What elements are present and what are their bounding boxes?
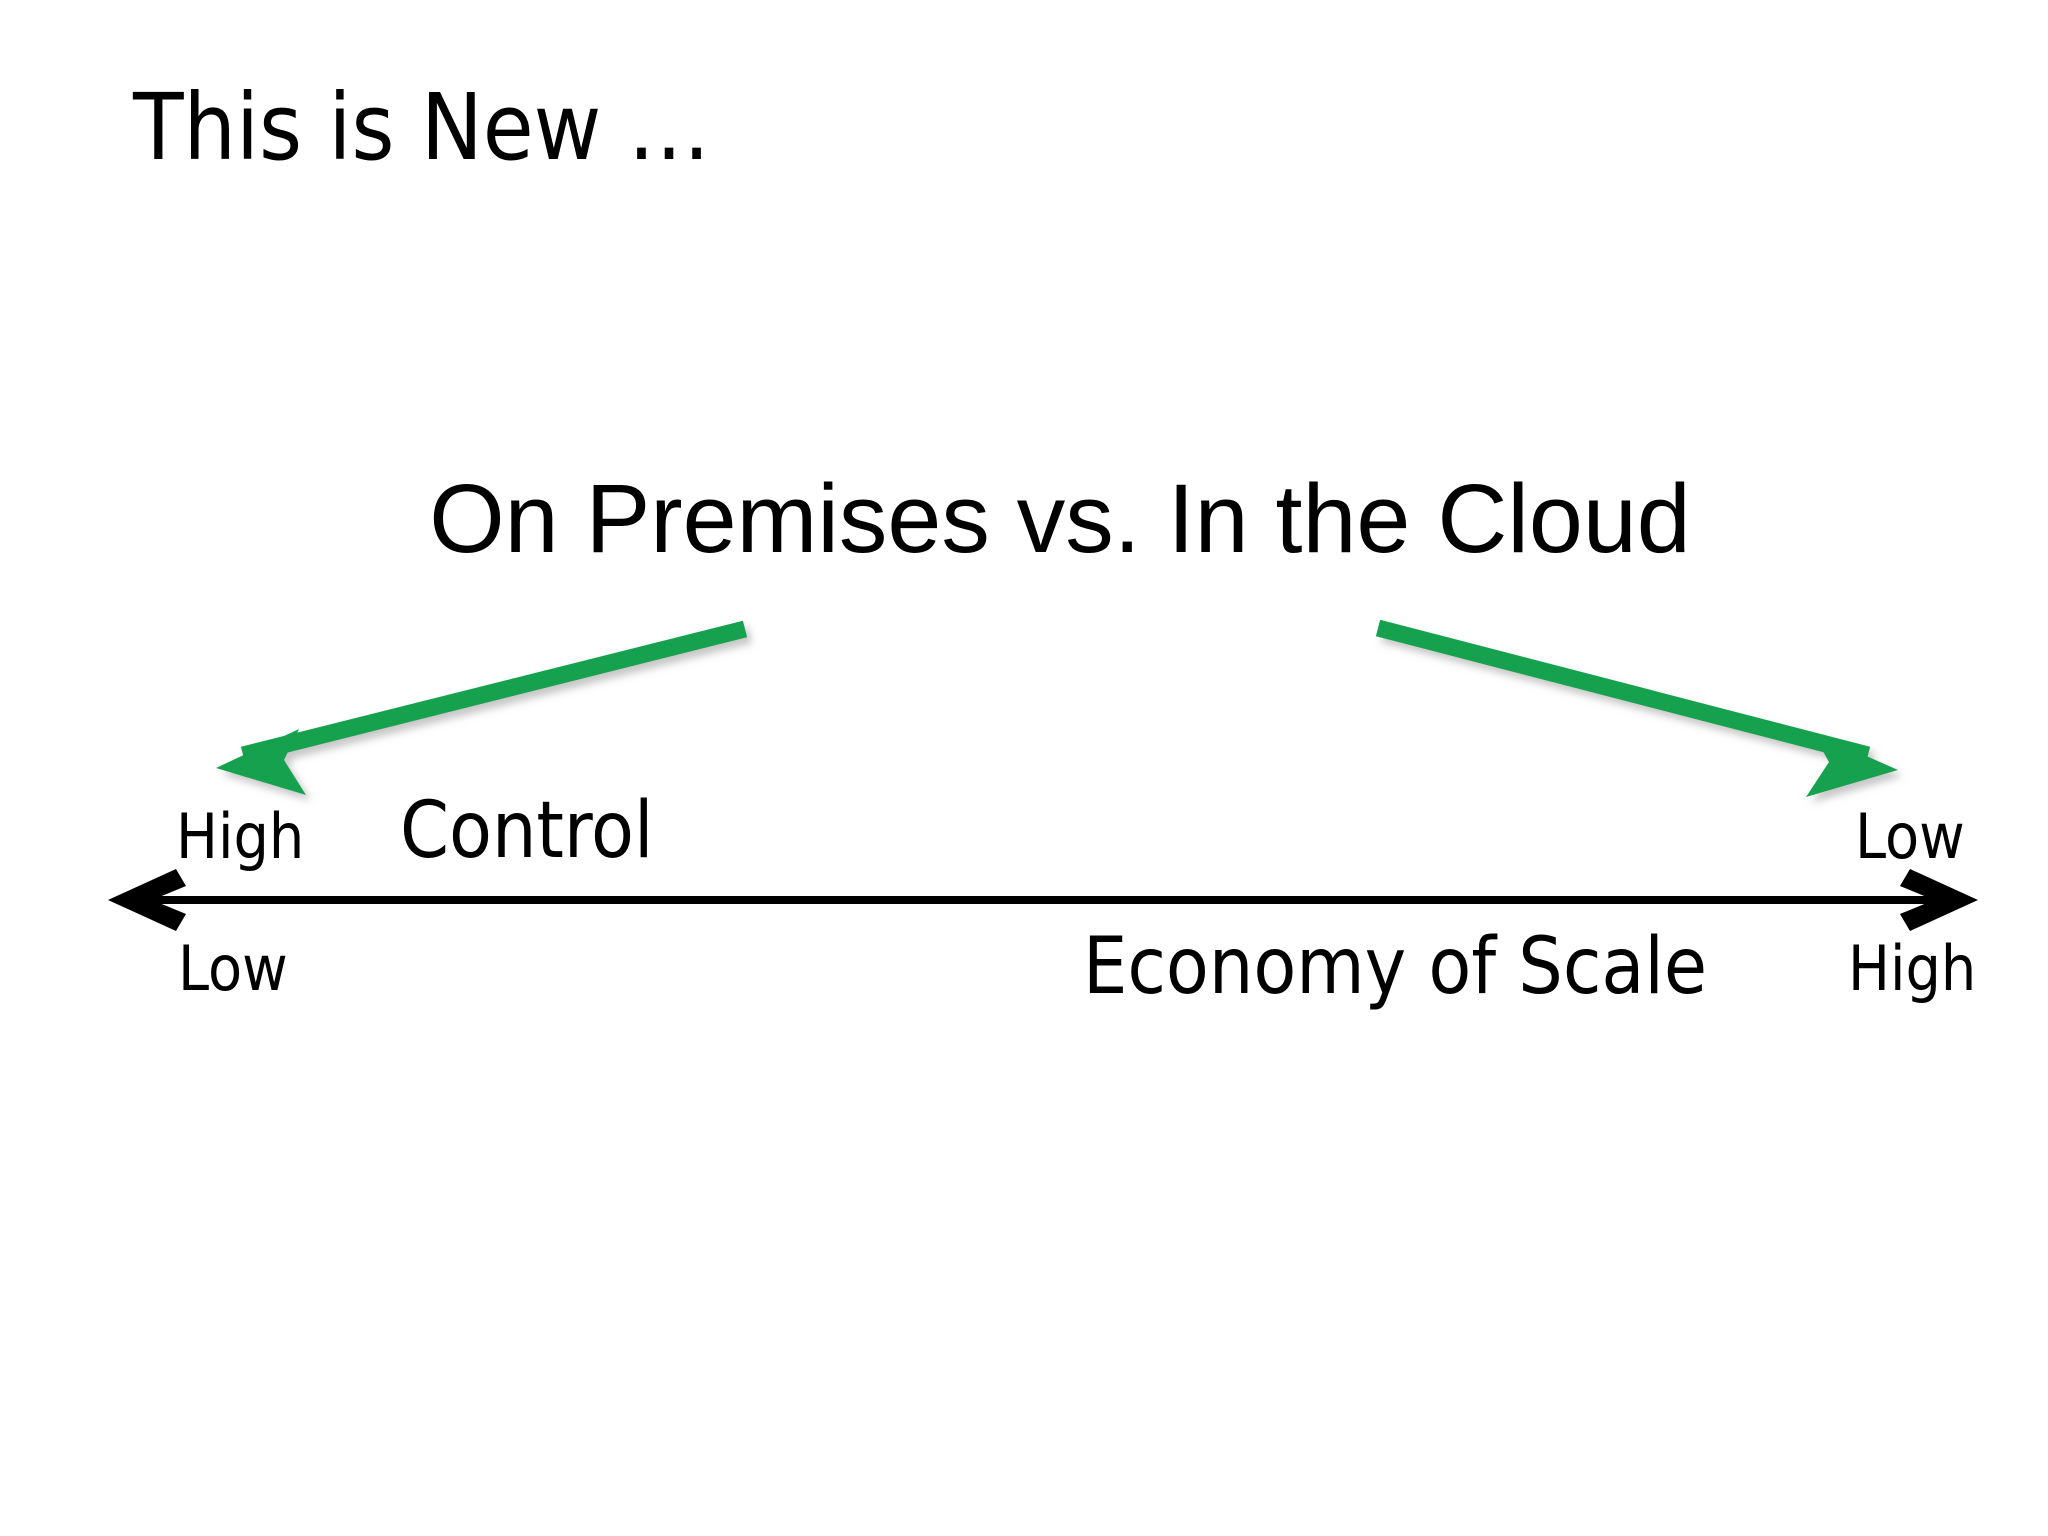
in-the-cloud-arrow-icon — [1375, 619, 1898, 797]
axis-label-economy-left-value: Low — [178, 932, 288, 1005]
on-premises-arrow-icon — [216, 620, 748, 795]
axis-label-economy-right-value: High — [1848, 932, 1977, 1005]
slide-title: This is New … — [133, 74, 711, 181]
axis-label-control: Control — [400, 786, 654, 876]
double-headed-axis-icon — [108, 869, 1978, 931]
axis-label-economy-of-scale: Economy of Scale — [1083, 922, 1708, 1012]
axis-label-control-right-value: Low — [1855, 800, 1965, 873]
diagram-heading: On Premises vs. In the Cloud — [429, 464, 1691, 573]
axis-label-control-left-value: High — [176, 800, 305, 873]
